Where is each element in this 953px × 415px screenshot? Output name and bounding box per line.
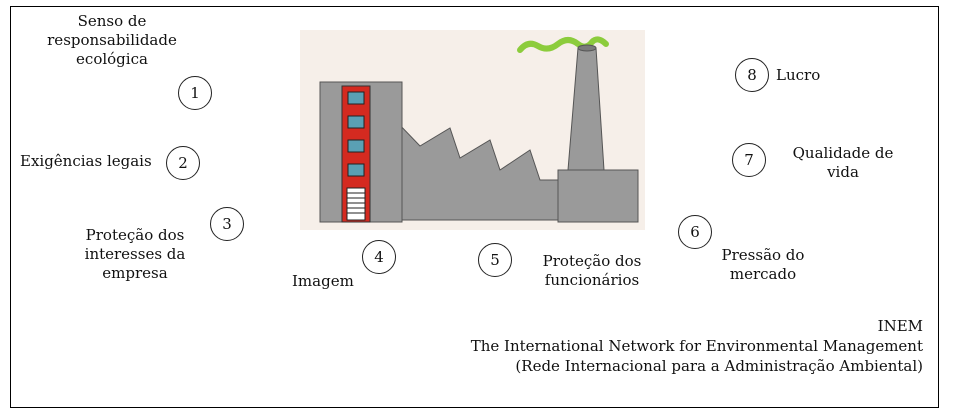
factor-1-line-1: Senso de: [77, 12, 147, 30]
factor-8-line-1: Lucro: [776, 66, 821, 84]
source-abbr: INEM: [877, 317, 923, 335]
factor-5-line-1: Proteção dos: [542, 252, 642, 270]
factor-3-label: Proteção dos interesses da empresa: [70, 226, 200, 283]
factor-1-label: Senso de responsabilidade ecológica: [22, 12, 202, 69]
factor-3-line-3: empresa: [102, 264, 168, 282]
factor-8-label: Lucro: [776, 66, 820, 85]
window: [347, 163, 365, 177]
factory-icon: [300, 30, 645, 230]
chimney-smoke-icon: [517, 36, 609, 53]
factor-5-number: 5: [478, 243, 512, 277]
factor-7-number: 7: [732, 143, 766, 177]
window: [347, 139, 365, 153]
factor-2-line-1: Exigências legais: [20, 152, 152, 170]
factor-1-line-3: ecológica: [76, 50, 148, 68]
factor-3-line-2: interesses da: [84, 245, 186, 263]
factor-2-number: 2: [166, 146, 200, 180]
factor-3-line-1: Proteção dos: [85, 226, 185, 244]
factor-8-number: 8: [735, 58, 769, 92]
source-translation: (Rede Internacional para a Administração…: [515, 357, 923, 375]
source-name: The International Network for Environmen…: [470, 337, 923, 355]
factor-5-label: Proteção dos funcionários: [528, 252, 656, 290]
factor-6-line-1: Pressão do: [721, 246, 805, 264]
factor-4-label: Imagem: [292, 272, 354, 291]
factor-6-label: Pressão do mercado: [708, 246, 818, 284]
window: [347, 115, 365, 129]
factor-5-line-2: funcionários: [544, 271, 640, 289]
factor-7-line-1: Qualidade de: [792, 144, 894, 162]
factor-3-number: 3: [210, 207, 244, 241]
factor-1-number: 1: [178, 76, 212, 110]
factor-7-label: Qualidade de vida: [778, 144, 908, 182]
factor-4-line-1: Imagem: [292, 272, 354, 290]
factor-6-number: 6: [678, 215, 712, 249]
source-block: INEM The International Network for Envir…: [471, 316, 923, 376]
door-icon: [346, 187, 366, 221]
factory-body: [394, 118, 559, 221]
factor-2-label: Exigências legais: [20, 152, 152, 171]
factor-1-line-2: responsabilidade: [47, 31, 177, 49]
factor-7-line-2: vida: [827, 163, 859, 181]
window: [347, 91, 365, 105]
chimney-base: [557, 169, 639, 223]
factor-6-line-2: mercado: [729, 265, 797, 283]
factor-4-number: 4: [362, 240, 396, 274]
